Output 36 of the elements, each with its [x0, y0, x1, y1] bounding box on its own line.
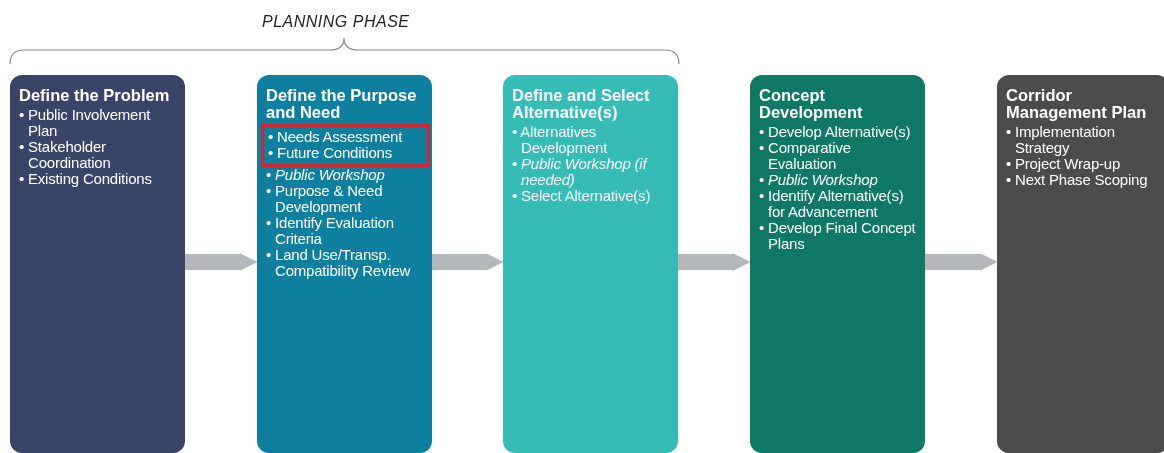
- card-heading: Define and Select Alternative(s): [512, 87, 651, 121]
- bullet-item: • Alternatives Development: [512, 124, 609, 156]
- bullet-item: • Next Phase Scoping: [1006, 172, 1149, 188]
- highlight-box: [261, 124, 430, 167]
- bullet-item: • Needs Assessment: [268, 129, 404, 145]
- bullet-item: • Public Involvement Plan: [19, 107, 152, 139]
- process-card: [750, 75, 925, 453]
- bullet-item: • Implementation Strategy: [1006, 124, 1116, 156]
- arrow: [678, 253, 751, 271]
- card-heading: Define the Purpose and Need: [266, 87, 418, 121]
- bullet-item: • Public Workshop: [266, 167, 386, 183]
- arrow: [185, 253, 258, 271]
- card-heading: Concept Development: [759, 87, 864, 121]
- bullet-item: • Identify Evaluation Criteria: [266, 215, 395, 247]
- process-card: [257, 75, 432, 453]
- bullet-item: • Develop Final Concept Plans: [759, 220, 917, 252]
- bullet-item: • Existing Conditions: [19, 171, 153, 187]
- bullet-item: • Project Wrap-up: [1006, 156, 1122, 172]
- card-heading: Define the Problem: [19, 87, 171, 104]
- bullet-item: • Stakeholder Coordination: [19, 139, 112, 171]
- process-card: [997, 75, 1164, 453]
- phase-label: PLANNING PHASE: [262, 13, 410, 31]
- bullet-item: • Public Workshop: [759, 172, 879, 188]
- process-card: [503, 75, 678, 453]
- bullet-item: • Develop Alternative(s): [759, 124, 912, 140]
- bullet-item: • Future Conditions: [268, 145, 393, 161]
- bullet-item: • Select Alternative(s): [512, 188, 652, 204]
- bullet-item: • Purpose & Need Development: [266, 183, 383, 215]
- process-card: [10, 75, 185, 453]
- bullet-item: • Comparative Evaluation: [759, 140, 851, 172]
- bullet-item: • Public Workshop (if needed): [512, 156, 649, 188]
- card-heading: Corridor Management Plan: [1006, 87, 1148, 121]
- arrow: [432, 253, 504, 271]
- bullet-item: • Land Use/Transp. Compatibility Review: [266, 247, 412, 279]
- bullet-item: • Identify Alternative(s) for Advancement: [759, 188, 905, 220]
- arrow: [925, 253, 998, 271]
